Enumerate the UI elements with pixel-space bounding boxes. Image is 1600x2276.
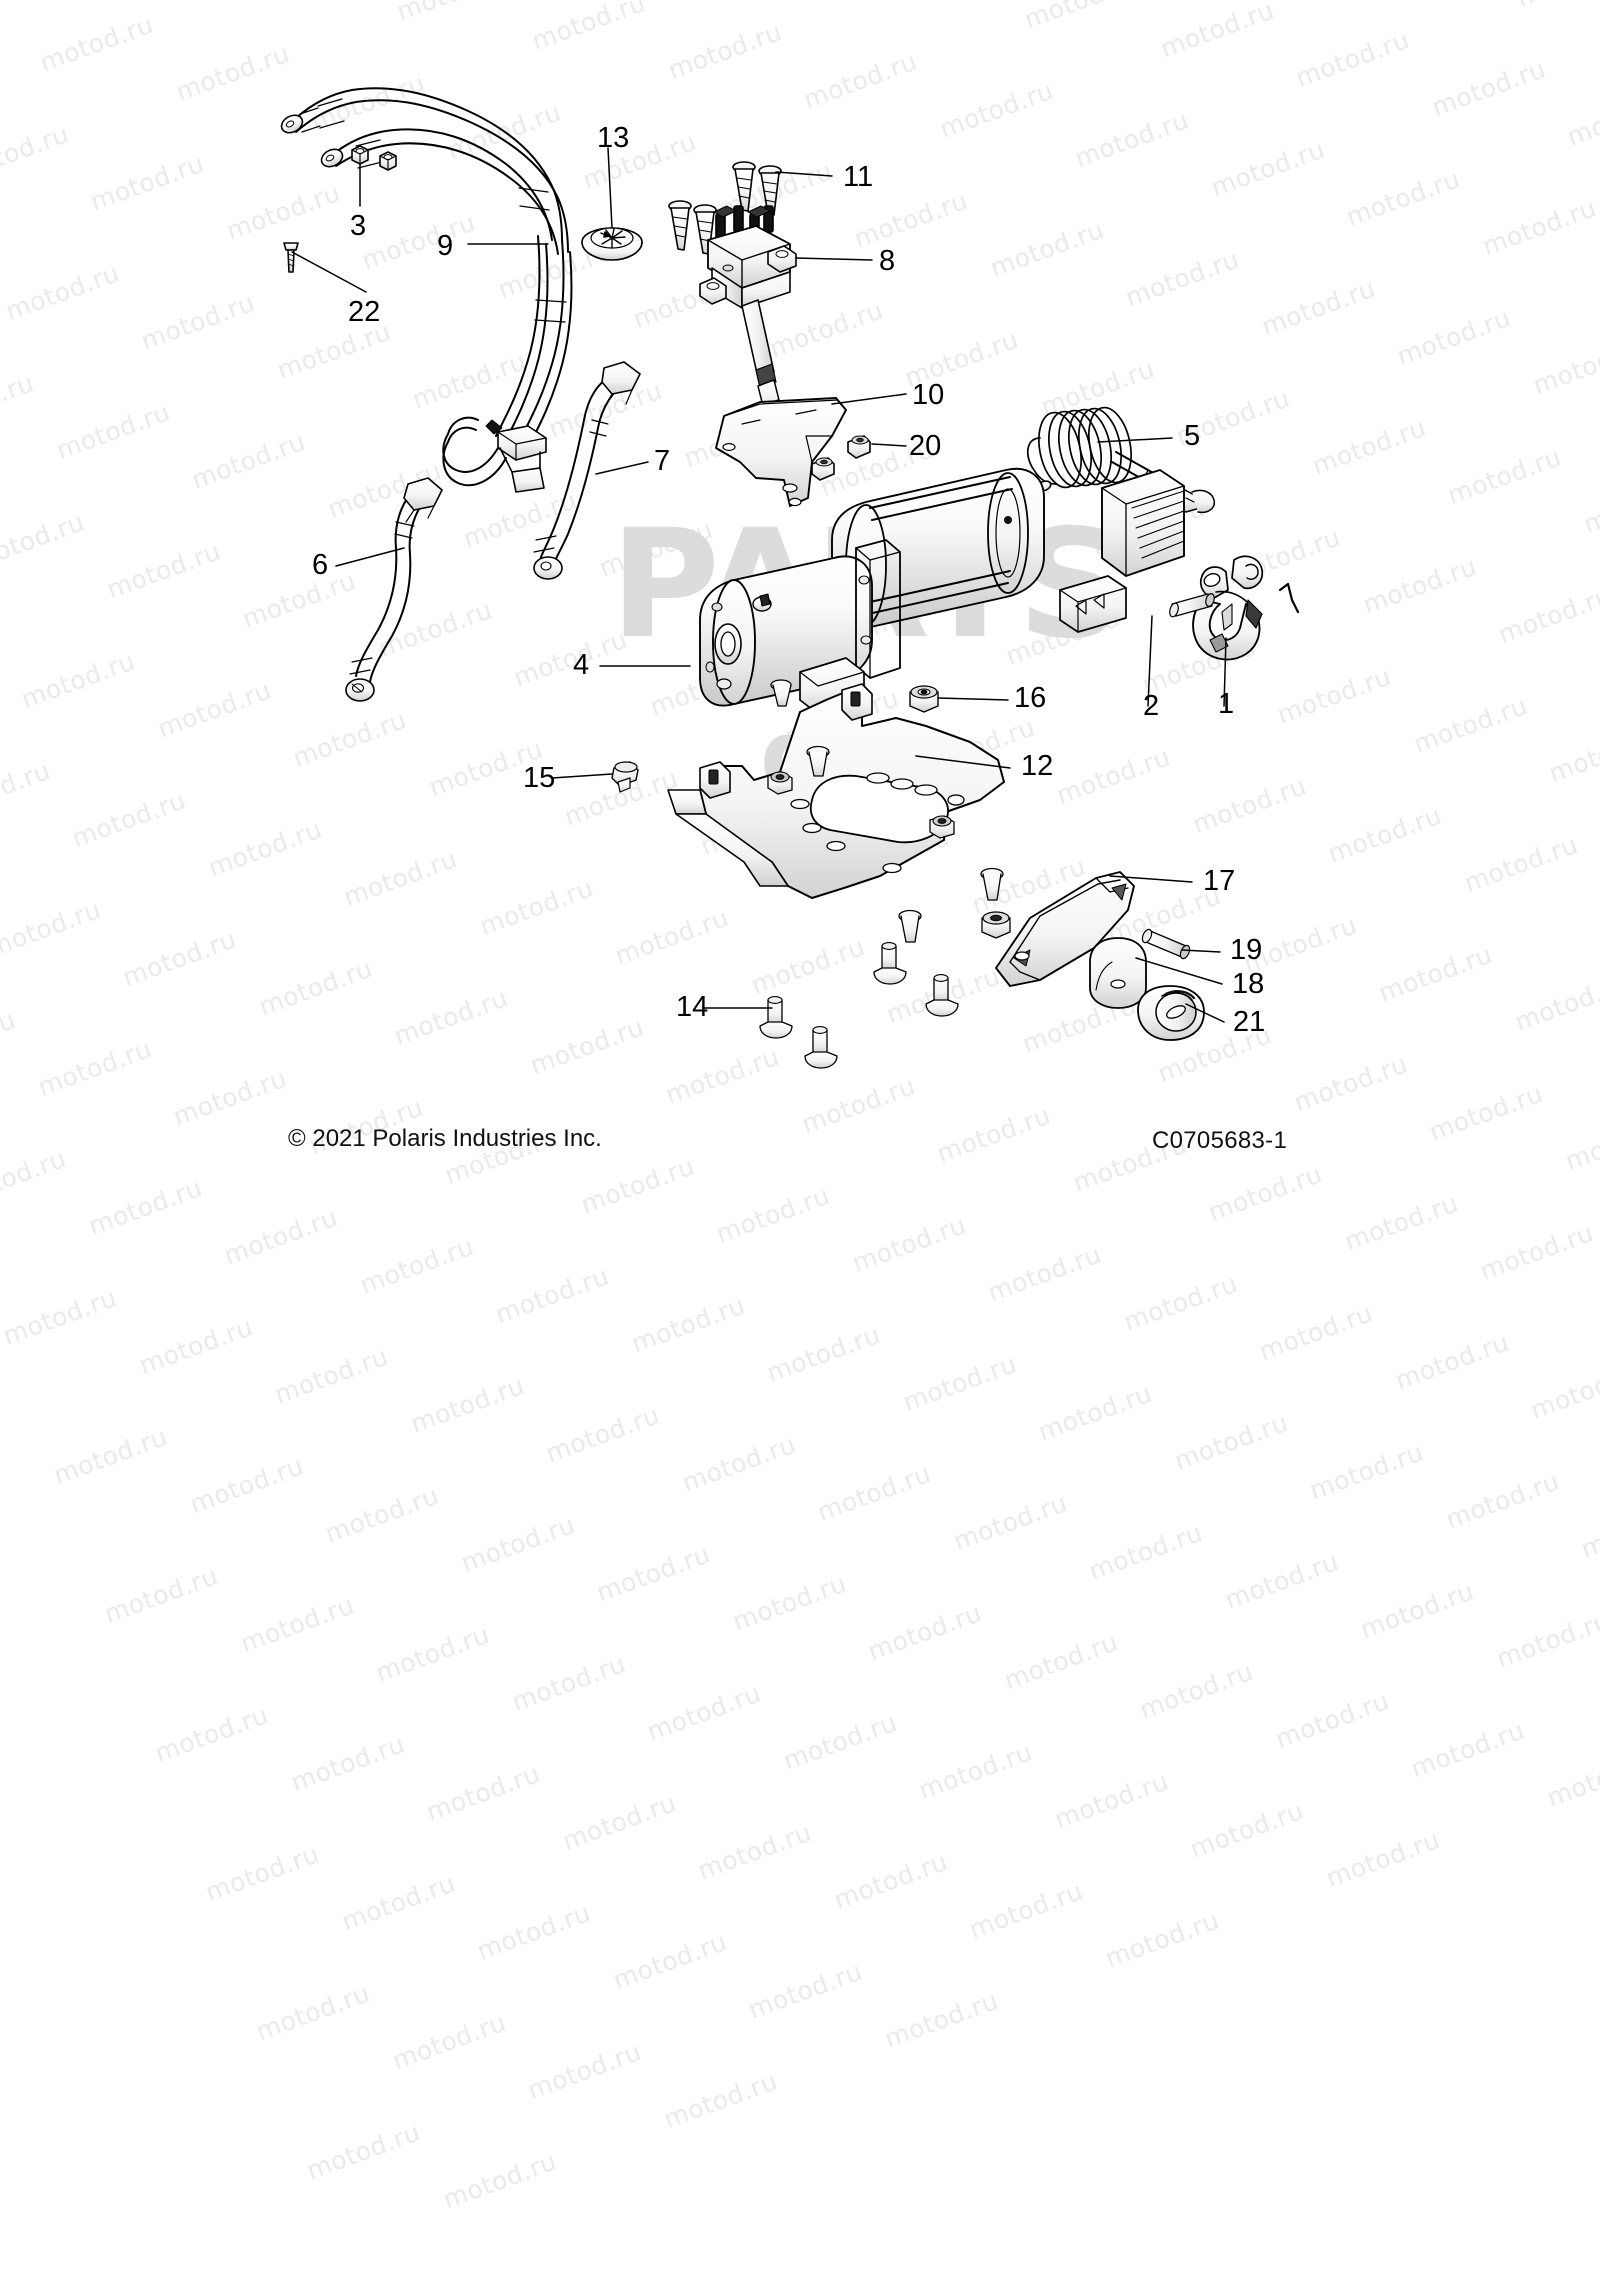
callout-hex-nut[interactable]: 3	[350, 210, 367, 242]
part-fairlead-roller-housing	[995, 871, 1135, 987]
callout-roller-vertical[interactable]: 18	[1232, 968, 1265, 1000]
callout-winch-motor-assembly[interactable]: 4	[573, 649, 590, 681]
callout-battery-cable-harness[interactable]: 9	[437, 230, 454, 262]
copyright-notice: © 2021 Polaris Industries Inc.	[288, 1125, 602, 1152]
part-contactor-solenoid	[699, 205, 797, 419]
part-hex-nut	[351, 145, 397, 171]
callout-roller-horizontal[interactable]: 21	[1233, 1006, 1266, 1038]
leader-lines	[291, 147, 1227, 1023]
callout-rivet-push[interactable]: 15	[523, 762, 556, 794]
callout-contactor-solenoid[interactable]: 8	[879, 245, 896, 277]
callout-clevis-pin[interactable]: 2	[1143, 690, 1160, 722]
callout-screw-flange[interactable]: 11	[843, 161, 874, 193]
callout-fairlead-roller-housing[interactable]: 17	[1203, 865, 1236, 897]
part-battery-cable-harness	[280, 87, 573, 493]
part-roller-vertical	[1089, 937, 1147, 1009]
part-screw-socket-head	[811, 435, 871, 481]
callout-winch-hook[interactable]: 1	[1218, 688, 1235, 720]
drawing-number: C0705683-1	[1152, 1127, 1288, 1154]
part-battery-cable-long	[533, 361, 641, 580]
part-grommet-plug	[581, 227, 643, 261]
part-winch-mount-plate	[667, 683, 1005, 899]
part-loose-fasteners	[759, 679, 1011, 1069]
callout-coiled-remote-lead[interactable]: 5	[1184, 420, 1201, 452]
callout-roller-pin[interactable]: 19	[1230, 934, 1263, 966]
part-screw-flange	[668, 161, 782, 255]
callout-winch-mount-plate[interactable]: 12	[1021, 750, 1054, 782]
callout-mounting-bracket[interactable]: 10	[912, 379, 945, 411]
callout-grommet-plug[interactable]: 13	[597, 122, 630, 154]
callout-battery-cable-short[interactable]: 6	[312, 549, 329, 581]
parts-illustration	[280, 87, 1300, 1069]
callout-flange-nut[interactable]: 16	[1014, 682, 1047, 714]
part-roller-pin	[1141, 928, 1191, 960]
part-clevis-pin	[1169, 593, 1215, 618]
callout-bolt-flange[interactable]: 14	[676, 991, 709, 1023]
part-mounting-bracket	[715, 397, 847, 507]
part-rivet-push	[611, 761, 639, 793]
part-winch-motor-assembly	[699, 467, 1185, 715]
part-cotter-pin	[1278, 582, 1300, 614]
part-flange-nut	[909, 685, 939, 713]
callout-screw-self-tapping[interactable]: 22	[348, 296, 381, 328]
callout-screw-socket-head[interactable]: 20	[909, 430, 942, 462]
part-roller-horizontal	[1137, 985, 1205, 1041]
part-battery-cable-short	[345, 477, 443, 702]
part-screw-self-tapping	[283, 242, 299, 273]
callout-battery-cable-long[interactable]: 7	[654, 445, 671, 477]
